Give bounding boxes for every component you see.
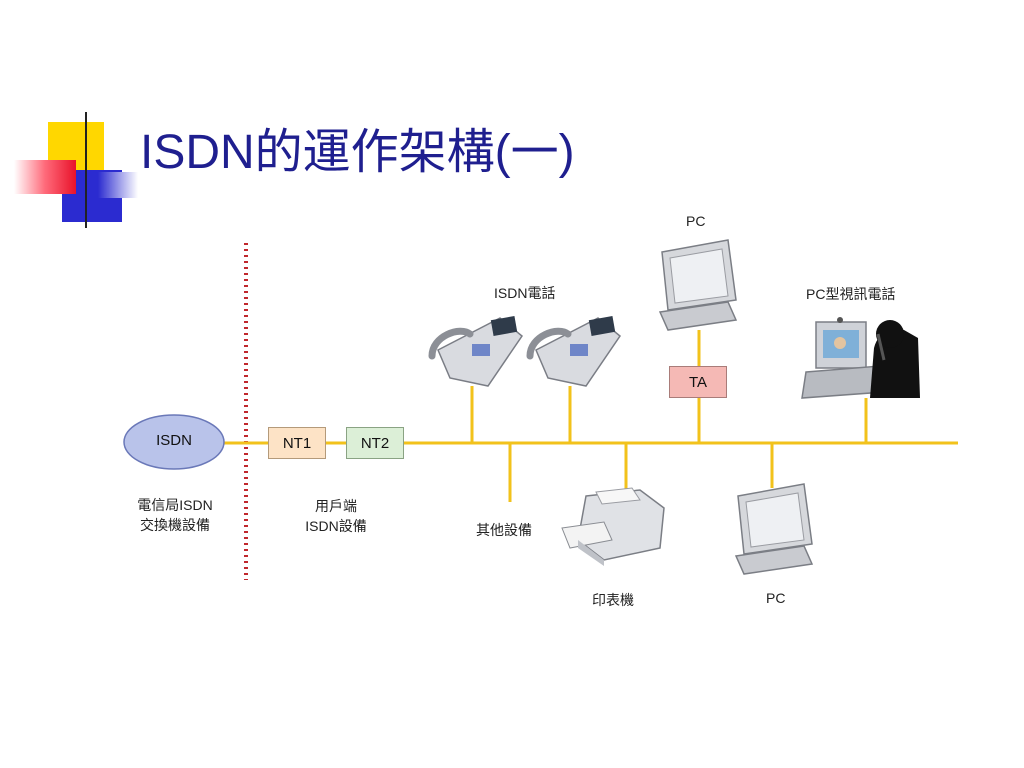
videophone-label: PC型視訊電話 — [806, 286, 896, 302]
isdn-network-ellipse — [123, 414, 225, 470]
printer-icon — [561, 487, 665, 566]
exchange-label: 電信局ISDN 交換機設備 — [110, 495, 240, 535]
isdn-phone-icon — [526, 316, 622, 387]
user-label-line1: 用戶端 — [315, 498, 357, 514]
isdn-node-label: ISDN — [156, 432, 192, 449]
pc-computer-icon — [734, 483, 814, 575]
blue-gradient-bar — [98, 172, 138, 198]
user-equipment-label: 用戶端 ISDN設備 — [276, 496, 396, 536]
exchange-label-line2: 交換機設備 — [140, 517, 210, 533]
exchange-label-line1: 電信局ISDN — [137, 497, 213, 513]
nt2-box: NT2 — [346, 427, 404, 459]
video-phone-pc-icon — [801, 317, 920, 399]
red-gradient-bar — [14, 160, 76, 194]
pc-computer-icon — [658, 239, 738, 331]
other-equipment-label: 其他設備 — [476, 522, 532, 538]
isdn-phone-icon — [428, 316, 524, 387]
pc-top-label: PC — [686, 213, 706, 229]
bus-lines — [224, 330, 958, 502]
nt1-box: NT1 — [268, 427, 326, 459]
ta-box: TA — [669, 366, 727, 398]
printer-label: 印表機 — [592, 592, 634, 608]
isdn-phone-label: ISDN電話 — [494, 285, 556, 301]
user-label-line2: ISDN設備 — [305, 518, 367, 534]
pc-bottom-label: PC — [766, 590, 786, 606]
slide-title: ISDN的運作架構(一) — [140, 126, 575, 179]
